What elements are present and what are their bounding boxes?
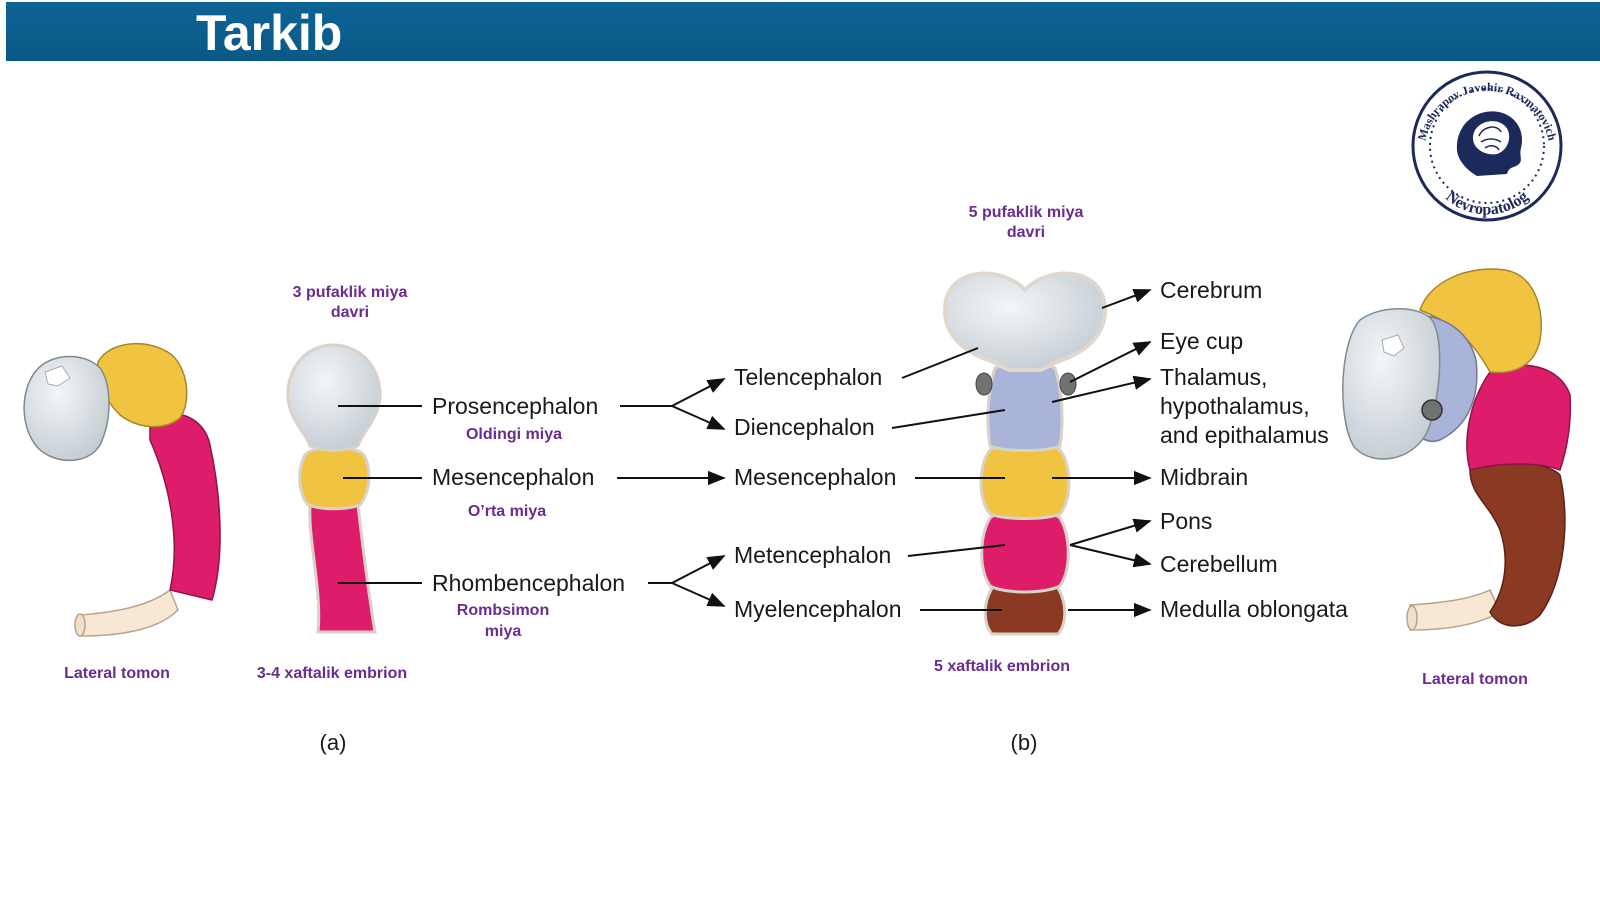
lateral-b-metencephalon xyxy=(1466,364,1572,471)
panel-letter-a: (a) xyxy=(320,730,347,755)
label-orta-miya: O’rta miya xyxy=(468,503,546,520)
b-lateral-caption: Lateral tomon xyxy=(1422,671,1528,688)
page-title: Tarkib xyxy=(196,5,343,61)
label-rombsimon-line1: Rombsimon xyxy=(457,602,549,619)
lateral-b-myelencephalon xyxy=(1469,462,1566,627)
label-cerebellum: Cerebellum xyxy=(1160,551,1278,577)
lateral-prosencephalon xyxy=(23,355,110,462)
lateral-b-eye-cup xyxy=(1421,399,1443,421)
lateral-view-5-vesicle xyxy=(1342,268,1572,631)
b-diencephalon-shape xyxy=(986,362,1064,452)
label-eye-cup: Eye cup xyxy=(1160,328,1243,354)
dorsal-view-5-vesicle xyxy=(891,271,1152,636)
a-rhombencephalon-shape xyxy=(308,499,377,634)
label-thalamus-line3: and epithalamus xyxy=(1160,422,1329,448)
b-eye-cup-left xyxy=(975,372,993,396)
a-top-caption-line1: 3 pufaklik miya xyxy=(293,284,408,301)
spinal-cord-end xyxy=(74,613,86,637)
lateral-view-3-vesicle xyxy=(23,343,221,637)
label-oldingi-miya: Oldingi miya xyxy=(466,426,562,443)
b-top-caption-line2: davri xyxy=(1007,224,1045,241)
panel-letter-b: (b) xyxy=(1011,730,1038,755)
label-cerebrum: Cerebrum xyxy=(1160,277,1262,303)
lateral-mesencephalon xyxy=(96,343,188,428)
label-midbrain: Midbrain xyxy=(1160,464,1248,490)
spinal-cord-segment xyxy=(79,588,179,637)
a-top-caption-line2: davri xyxy=(331,304,369,321)
label-medulla-oblongata: Medulla oblongata xyxy=(1160,596,1348,622)
label-rhombencephalon: Rhombencephalon xyxy=(432,570,625,596)
b-eye-cup-right xyxy=(1059,372,1077,396)
label-metencephalon: Metencephalon xyxy=(734,542,891,568)
lateral-b-spinal-cord xyxy=(1409,589,1501,631)
label-thalamus-line1: Thalamus, xyxy=(1160,364,1267,390)
b-mesencephalon-shape xyxy=(979,442,1071,520)
label-mesencephalon-b: Mesencephalon xyxy=(734,464,896,490)
label-mesencephalon-a: Mesencephalon xyxy=(432,464,594,490)
lateral-eye-highlight xyxy=(44,365,71,387)
b-top-caption-line1: 5 pufaklik miya xyxy=(969,204,1084,221)
primary-to-secondary-arrows xyxy=(617,378,726,607)
label-diencephalon: Diencephalon xyxy=(734,414,875,440)
a-prosencephalon-shape xyxy=(286,343,382,452)
b-telencephalon-shape xyxy=(942,271,1108,372)
nevropatolog-stamp: Mashrapov Javohir Raxmatovich Nevropatol… xyxy=(1411,70,1563,222)
lateral-b-spinal-end xyxy=(1406,605,1418,631)
lateral-rhombencephalon xyxy=(149,413,221,601)
label-telencephalon: Telencephalon xyxy=(734,364,882,390)
b-metencephalon-shape xyxy=(980,509,1070,594)
label-prosencephalon: Prosencephalon xyxy=(432,393,598,419)
dorsal-view-3-vesicle xyxy=(286,343,422,634)
header-bar: Tarkib xyxy=(6,2,1600,61)
lateral-b-mesencephalon xyxy=(1419,268,1542,374)
a-lateral-caption: Lateral tomon xyxy=(64,665,170,682)
stamp-head-icon xyxy=(1456,111,1523,176)
lateral-b-telencephalon xyxy=(1342,308,1441,460)
b-embryo-caption: 5 xaftalik embrion xyxy=(934,658,1070,675)
lateral-b-eye-highlight xyxy=(1381,334,1405,357)
label-rombsimon-line2: miya xyxy=(485,623,522,640)
label-pons: Pons xyxy=(1160,508,1212,534)
label-thalamus-line2: hypothalamus, xyxy=(1160,393,1310,419)
a-embryo-caption: 3-4 xaftalik embrion xyxy=(257,665,407,682)
label-myelencephalon: Myelencephalon xyxy=(734,596,902,622)
